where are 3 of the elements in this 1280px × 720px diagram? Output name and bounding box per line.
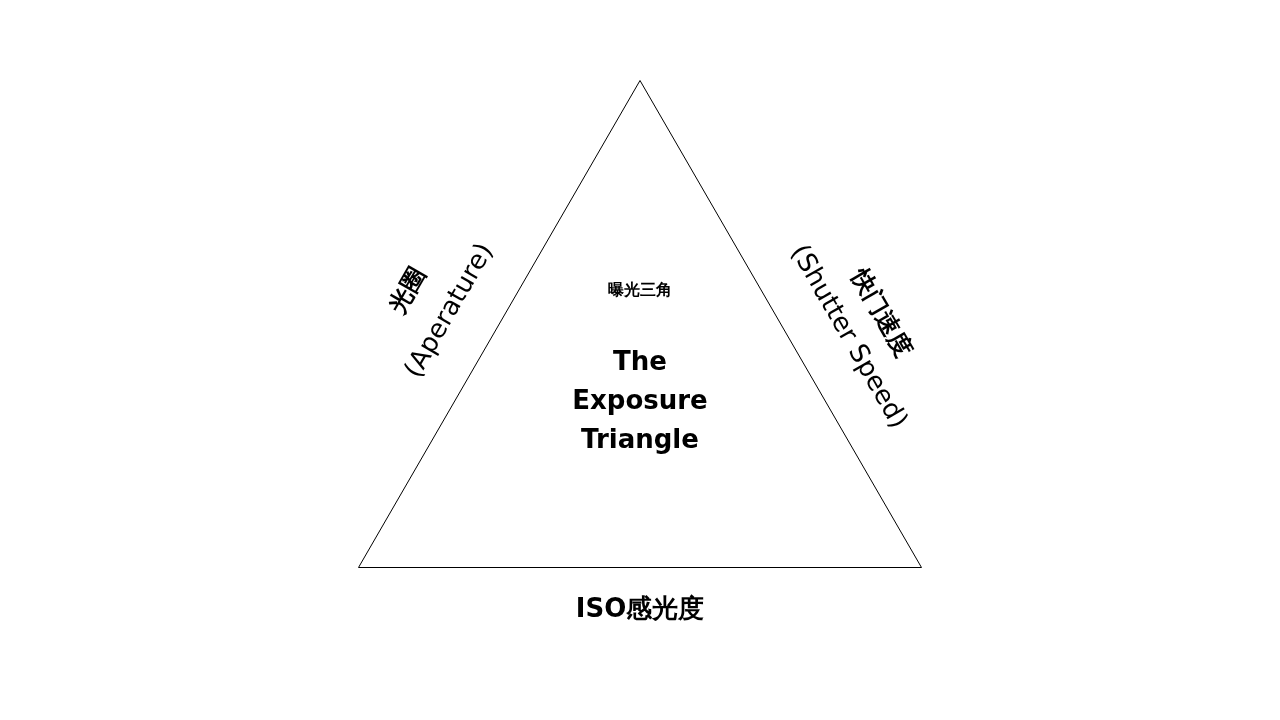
- title-text: The Exposure Triangle: [571, 345, 709, 456]
- bottom-label: ISO感光度: [575, 595, 705, 621]
- subtitle-text: 曝光三角: [607, 280, 673, 300]
